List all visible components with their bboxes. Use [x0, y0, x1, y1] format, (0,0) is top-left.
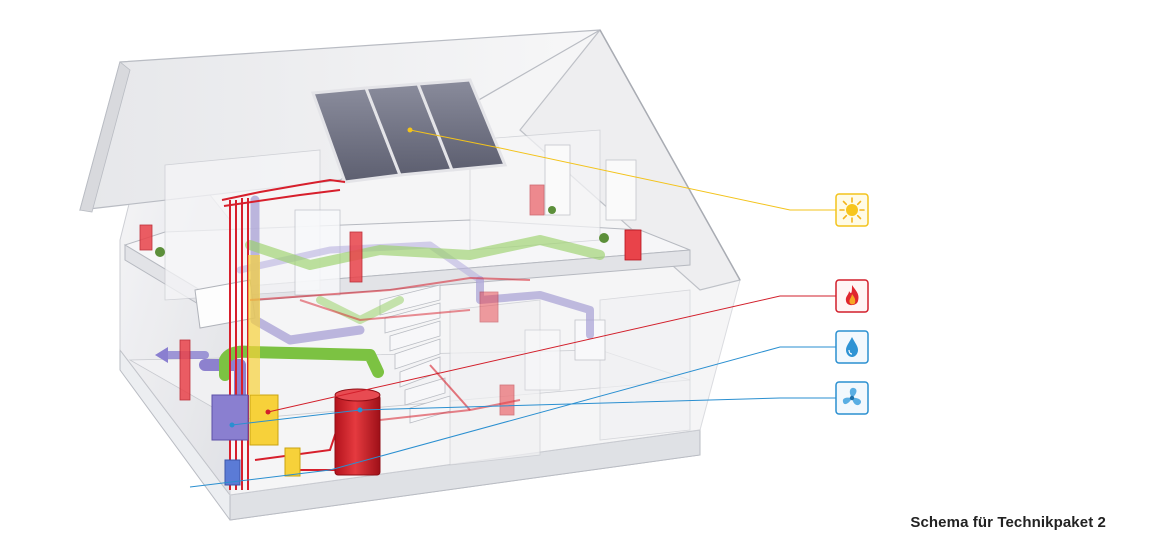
leader-lines [189, 127, 836, 488]
ventilation-unit [211, 394, 249, 486]
fan-icon [835, 381, 869, 415]
heating-leader [267, 295, 836, 413]
water-leader [189, 346, 836, 488]
diagram-caption: Schema für Technikpaket 2 [910, 514, 1106, 531]
hot-water-tank [334, 388, 381, 476]
water-drop-icon [835, 330, 869, 364]
legend [835, 193, 869, 415]
sun-icon [835, 193, 869, 227]
heat-generator [248, 255, 301, 477]
radiators [139, 184, 642, 416]
ventilation-leader [231, 397, 836, 426]
solar-leader [409, 129, 836, 211]
plants [155, 206, 609, 257]
flame-icon [835, 279, 869, 313]
